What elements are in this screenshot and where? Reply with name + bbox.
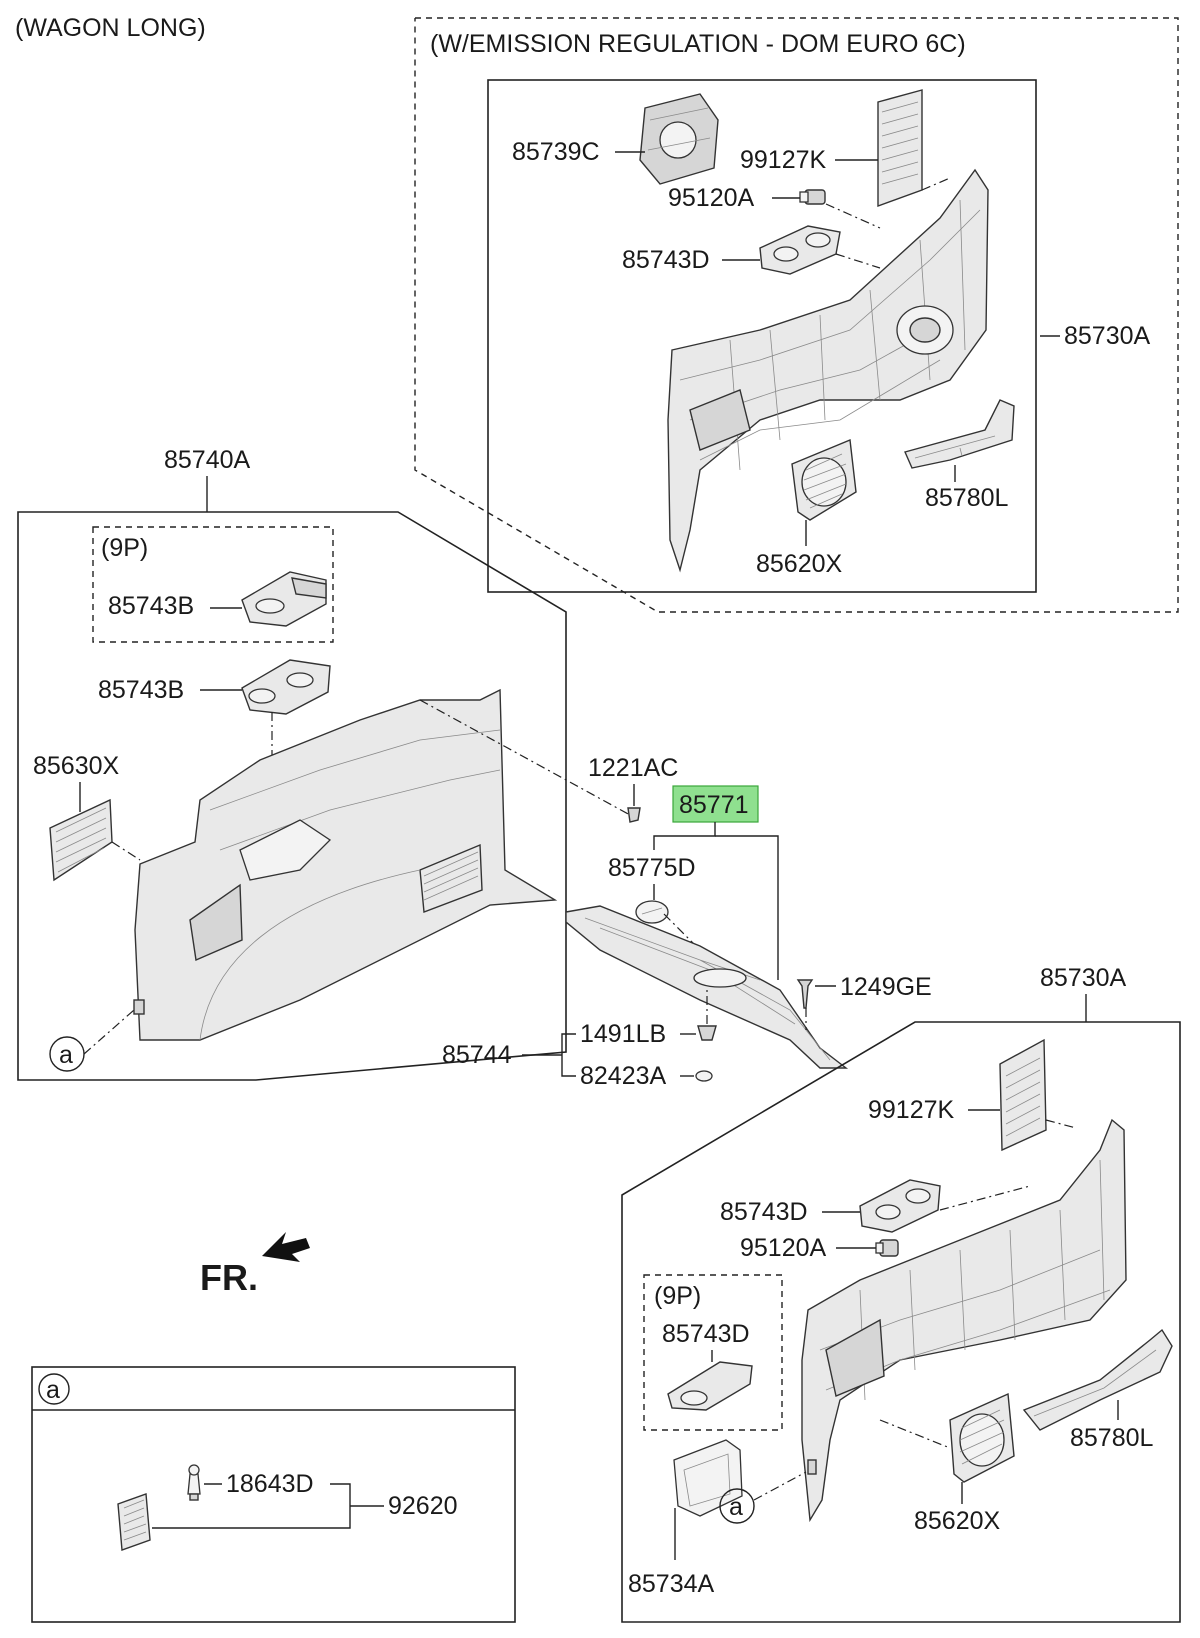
label-85743d-9p[interactable]: 85743D <box>662 1320 750 1348</box>
part-85780l-bottom-icon[interactable] <box>1022 1328 1173 1431</box>
part-85734a-icon[interactable] <box>673 1439 743 1517</box>
part-1249ge-icon[interactable] <box>796 979 814 1009</box>
left-9p-subbox <box>92 526 334 643</box>
label-85730a-top[interactable]: 85730A <box>1064 322 1151 350</box>
highlight-85771[interactable] <box>672 785 759 823</box>
detail-frame <box>31 1366 516 1623</box>
bottom-ref-marker[interactable] <box>719 1488 755 1524</box>
label-99127k-top[interactable]: 99127K <box>740 146 827 174</box>
part-1491lb-icon[interactable] <box>697 1025 717 1041</box>
bottom-assembly-frame <box>621 1021 1181 1623</box>
variant-label: (WAGON LONG) <box>15 14 206 42</box>
label-85780l-bottom[interactable]: 85780L <box>1070 1424 1154 1452</box>
leader-85771-right <box>715 835 779 980</box>
part-85780l-top-icon[interactable] <box>904 399 1015 469</box>
part-85620x-bottom-icon[interactable] <box>949 1392 1015 1483</box>
left-quarter-trim-panel[interactable] <box>133 688 558 1041</box>
label-85771[interactable]: 85771 <box>679 791 749 819</box>
bottom-quarter-trim-panel[interactable] <box>801 1118 1127 1523</box>
part-85743d-bottom-icon[interactable] <box>859 1179 941 1233</box>
detail-marker <box>38 1373 70 1405</box>
left-group: 85740A (9P) 85743B 85743B 85630X <box>17 446 631 1081</box>
front-arrow-icon <box>262 1232 310 1262</box>
part-85739c-icon[interactable] <box>639 93 719 185</box>
label-1491lb[interactable]: 1491LB <box>580 1020 666 1048</box>
part-95120a-top-icon[interactable] <box>799 189 826 205</box>
top-quarter-trim-panel[interactable] <box>667 168 989 573</box>
emission-group-title: (W/EMISSION REGULATION - DOM EURO 6C) <box>430 30 966 58</box>
part-18643d-bulb-icon[interactable] <box>187 1464 201 1501</box>
label-85740a[interactable]: 85740A <box>164 446 251 474</box>
emission-group: (W/EMISSION REGULATION - DOM EURO 6C) 85… <box>414 17 1179 613</box>
label-85630x[interactable]: 85630X <box>33 752 120 780</box>
top-assembly-frame <box>487 79 1037 593</box>
front-direction-indicator: FR. <box>200 1232 310 1298</box>
label-85744[interactable]: 85744 <box>442 1041 512 1069</box>
part-1221ac-icon[interactable] <box>627 807 641 823</box>
part-85630x-icon[interactable] <box>49 798 113 882</box>
front-label: FR. <box>200 1257 258 1298</box>
left-9p-label: (9P) <box>101 534 148 562</box>
label-92620[interactable]: 92620 <box>388 1492 458 1520</box>
label-85730a-bottom[interactable]: 85730A <box>1040 964 1127 992</box>
detail-marker-label: a <box>46 1376 60 1404</box>
label-1249ge[interactable]: 1249GE <box>840 973 932 1001</box>
label-85743b[interactable]: 85743B <box>98 676 184 704</box>
part-85743d-9p-icon[interactable] <box>667 1361 753 1411</box>
leader-85771-left <box>653 822 716 850</box>
bottom-group: 85730A 99127K 85743D 95120A (9P) 8574 <box>621 964 1181 1623</box>
part-85771-scuff-plate-icon[interactable] <box>565 905 849 1069</box>
part-82423a-icon[interactable] <box>695 1070 713 1082</box>
emission-dashed-frame <box>414 17 1179 613</box>
label-85734a[interactable]: 85734A <box>628 1570 715 1598</box>
label-95120a-top[interactable]: 95120A <box>668 184 755 212</box>
label-85743b-9p[interactable]: 85743B <box>108 592 194 620</box>
bottom-9p-subbox <box>643 1274 783 1431</box>
part-99127k-bottom-icon[interactable] <box>999 1038 1047 1152</box>
part-99127k-top-icon[interactable] <box>877 89 923 207</box>
part-95120a-bottom-icon[interactable] <box>875 1239 899 1257</box>
bottom-ref-marker-label: a <box>729 1493 743 1521</box>
left-ref-marker-label: a <box>59 1041 73 1069</box>
label-85780l-top[interactable]: 85780L <box>925 484 1009 512</box>
part-85775d-icon[interactable] <box>635 900 669 924</box>
label-85743d-top[interactable]: 85743D <box>622 246 710 274</box>
part-92620-lamp-icon[interactable] <box>117 1493 151 1551</box>
label-85739c[interactable]: 85739C <box>512 138 600 166</box>
part-85743b-icon[interactable] <box>241 659 331 715</box>
label-99127k-bottom[interactable]: 99127K <box>868 1096 955 1124</box>
center-group: 1221AC 85771 85775D 1249GE 85744 <box>442 754 932 1090</box>
left-assembly-frame <box>17 511 567 1081</box>
bracket-85744 <box>561 1033 576 1077</box>
label-95120a-bottom[interactable]: 95120A <box>740 1234 827 1262</box>
label-85743d-bottom[interactable]: 85743D <box>720 1198 808 1226</box>
label-85620x-top[interactable]: 85620X <box>756 550 843 578</box>
detail-box-a: a 18643D 92620 <box>31 1366 516 1623</box>
part-85620x-top-icon[interactable] <box>791 438 857 521</box>
label-85775d[interactable]: 85775D <box>608 854 696 882</box>
label-82423a[interactable]: 82423A <box>580 1062 667 1090</box>
label-18643d[interactable]: 18643D <box>226 1470 314 1498</box>
part-85743d-top-icon[interactable] <box>759 225 841 275</box>
bottom-9p-label: (9P) <box>654 1282 701 1310</box>
part-85743b-9p-icon[interactable] <box>241 571 327 627</box>
label-85620x-bottom[interactable]: 85620X <box>914 1507 1001 1535</box>
label-1221ac[interactable]: 1221AC <box>588 754 678 782</box>
